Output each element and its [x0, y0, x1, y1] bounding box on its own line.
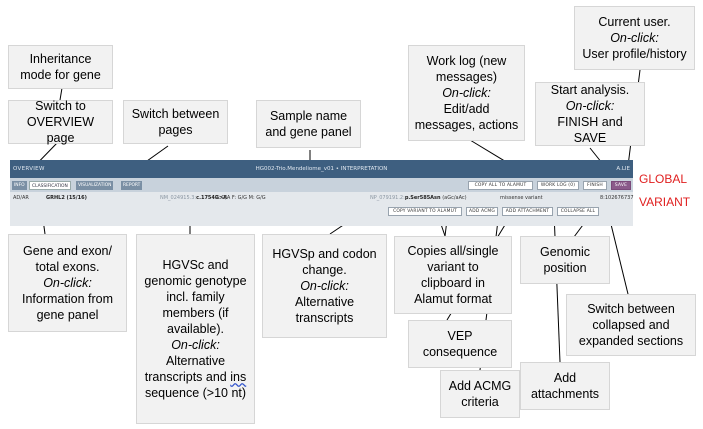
callout-vep: VEP consequence: [408, 320, 512, 368]
overview-link[interactable]: OVERVIEW: [13, 166, 45, 172]
vep-consequence: missense variant: [500, 195, 543, 201]
genomic-position: 8:102676737: [600, 195, 634, 201]
work-log-button[interactable]: WORK LOG (0): [537, 181, 579, 190]
save-button[interactable]: SAVE: [611, 181, 631, 190]
callout-gene-exon: Gene and exon/ total exons. On-click: In…: [8, 234, 127, 332]
callout-start-analysis: Start analysis. On-click: FINISH and SAV…: [535, 82, 645, 146]
callout-hgvsc: HGVSc and genomic genotype incl. family …: [136, 234, 255, 424]
tab-report[interactable]: REPORT: [121, 181, 143, 190]
global-label: GLOBAL: [639, 172, 688, 186]
line-attach: [553, 211, 561, 363]
gene-exon[interactable]: GRHL2 (15/16): [46, 195, 87, 201]
genotypes: P: G/A F: G/G M: G/G: [215, 195, 266, 201]
copy-all-button[interactable]: COPY ALL TO ALAMUT: [468, 181, 533, 190]
tab-bar: INFO CLASSIFICATION VISUALIZATION REPORT…: [10, 178, 633, 192]
inheritance-mode: AD/AR: [13, 195, 29, 201]
callout-switch-pages: Switch between pages: [123, 100, 228, 144]
tab-classification[interactable]: CLASSIFICATION: [29, 181, 71, 190]
callout-genomic-position: Genomic position: [520, 236, 610, 284]
callout-sample-name: Sample name and gene panel: [256, 100, 361, 148]
hgvsp[interactable]: NP_079191.2:p.Ser585Asn (aGc/aAc): [370, 195, 467, 201]
finish-button[interactable]: FINISH: [583, 181, 607, 190]
callout-current-user: Current user. On-click: User profile/his…: [574, 6, 695, 70]
callout-switch-overview: Switch to OVERVIEW page: [8, 99, 113, 145]
callout-switch-sections: Switch between collapsed and expanded se…: [566, 294, 696, 356]
app-screenshot: OVERVIEW HG002-Trio.Mendeliome_v01 • INT…: [10, 160, 634, 226]
collapse-all-button[interactable]: COLLAPSE ALL: [557, 207, 599, 216]
variant-label: VARIANT: [639, 195, 691, 209]
callout-work-log: Work log (new messages) On-click: Edit/a…: [408, 45, 525, 141]
callout-hgvsp: HGVSp and codon change. On-click: Altern…: [262, 234, 387, 338]
tab-info[interactable]: INFO: [12, 181, 27, 190]
callout-acmg: Add ACMG criteria: [440, 370, 520, 418]
copy-variant-button[interactable]: COPY VARIANT TO ALAMUT: [388, 207, 462, 216]
callout-copies: Copies all/single variant to clipboard i…: [394, 236, 512, 314]
add-acmg-button[interactable]: ADD ACMG: [466, 207, 498, 216]
variant-bar: AD/AR GRHL2 (15/16) NM_024915.3:c.1754G>…: [10, 192, 634, 226]
hgvsc[interactable]: NM_024915.3:c.1754G>A: [160, 195, 228, 201]
tab-visualization[interactable]: VISUALIZATION: [76, 181, 114, 190]
current-user[interactable]: A.LIE: [616, 166, 630, 172]
callout-inheritance: Inheritance mode for gene: [8, 45, 113, 89]
add-attachment-button[interactable]: ADD ATTACHMENT: [502, 207, 553, 216]
top-bar: OVERVIEW HG002-Trio.Mendeliome_v01 • INT…: [10, 160, 633, 178]
sample-title: HG002-Trio.Mendeliome_v01 • INTERPRETATI…: [255, 166, 388, 172]
callout-add-attachments: Add attachments: [520, 362, 610, 410]
